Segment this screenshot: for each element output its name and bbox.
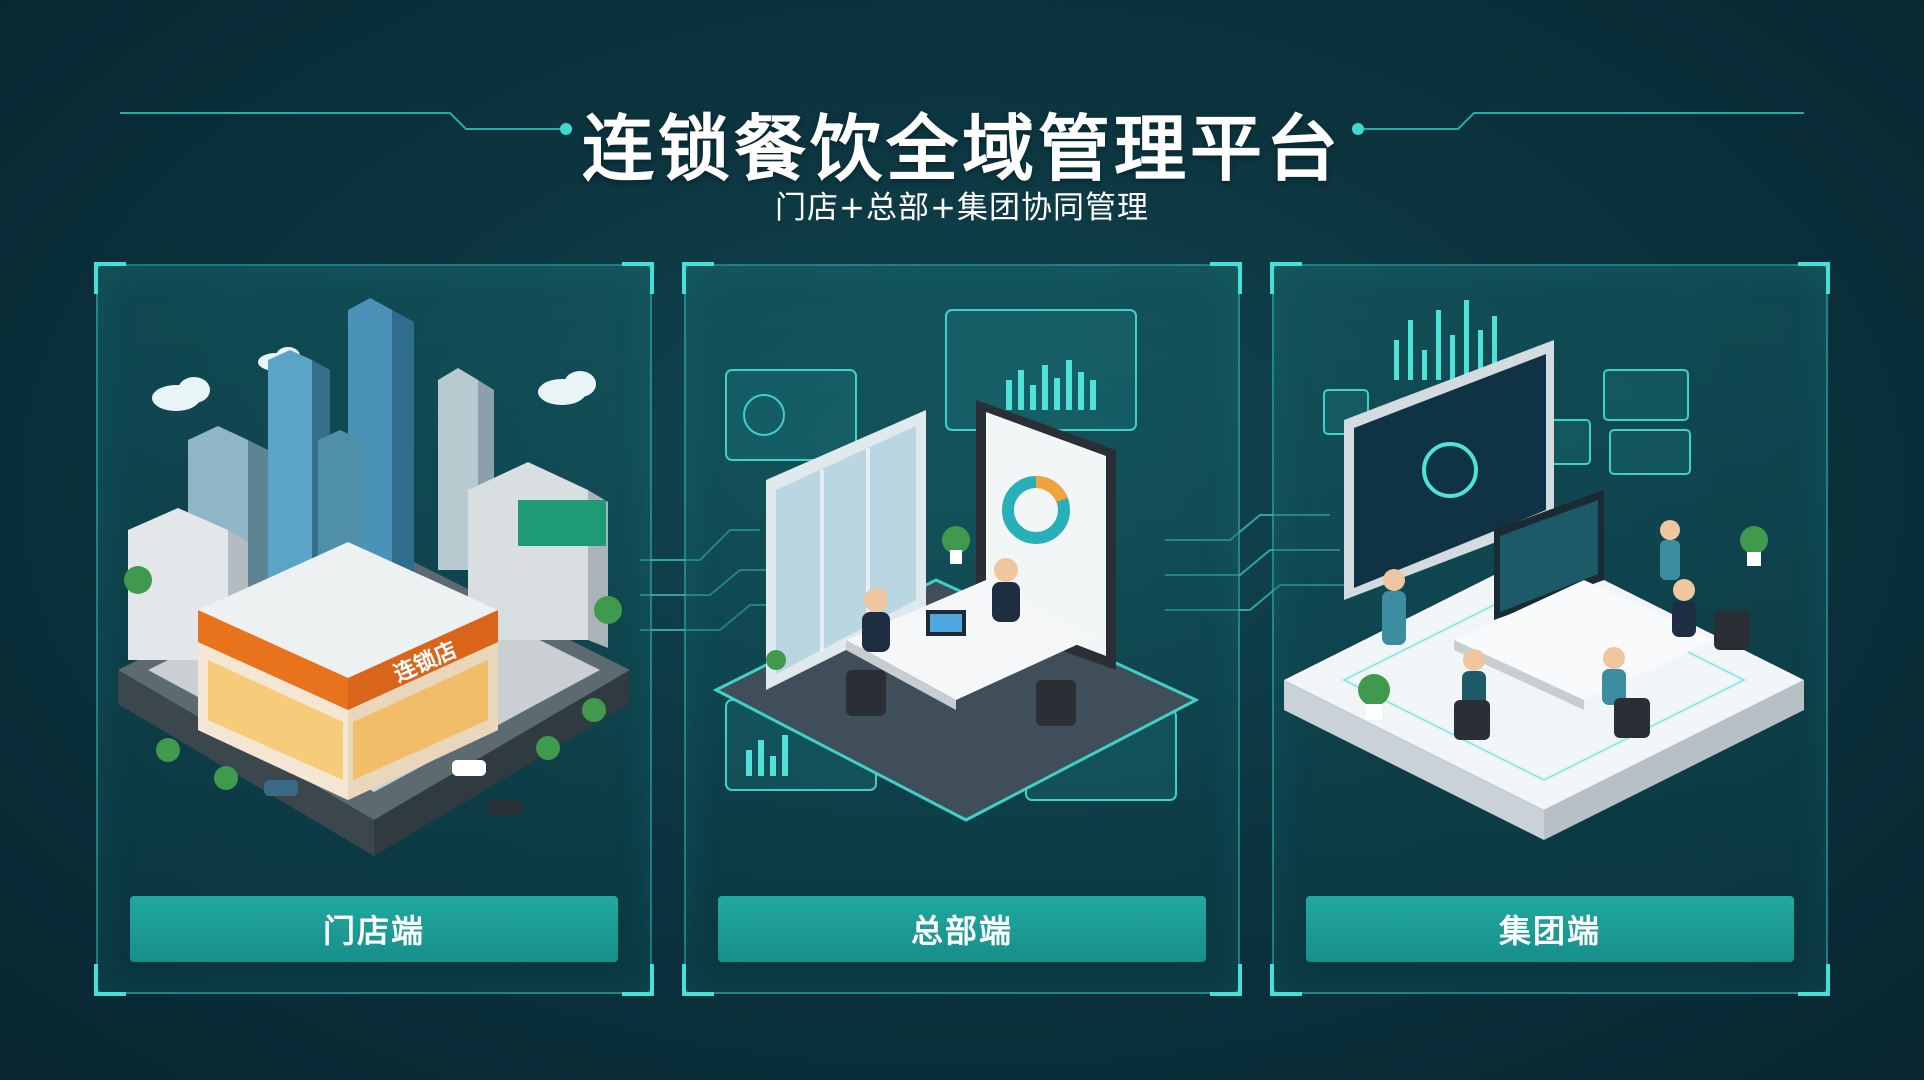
office-illustration: [712, 309, 1200, 822]
panel-group: 集团端: [1270, 262, 1830, 996]
group-meeting-illustration: [1284, 300, 1804, 840]
page-subtitle: 门店+总部+集团协同管理: [775, 190, 1149, 226]
panel-store: 连锁店 门店端: [94, 262, 654, 996]
group-end-label[interactable]: 集团端: [1306, 896, 1794, 962]
storefront-illustration: 连锁店: [118, 298, 630, 856]
panel-headquarters: 总部端: [682, 262, 1242, 996]
page-title: 连锁餐饮全域管理平台: [581, 107, 1342, 191]
store-end-label[interactable]: 门店端: [130, 896, 618, 962]
title-decoration-right: [1352, 112, 1804, 135]
headquarters-end-label[interactable]: 总部端: [718, 896, 1206, 962]
title-decoration-left: [120, 112, 572, 135]
